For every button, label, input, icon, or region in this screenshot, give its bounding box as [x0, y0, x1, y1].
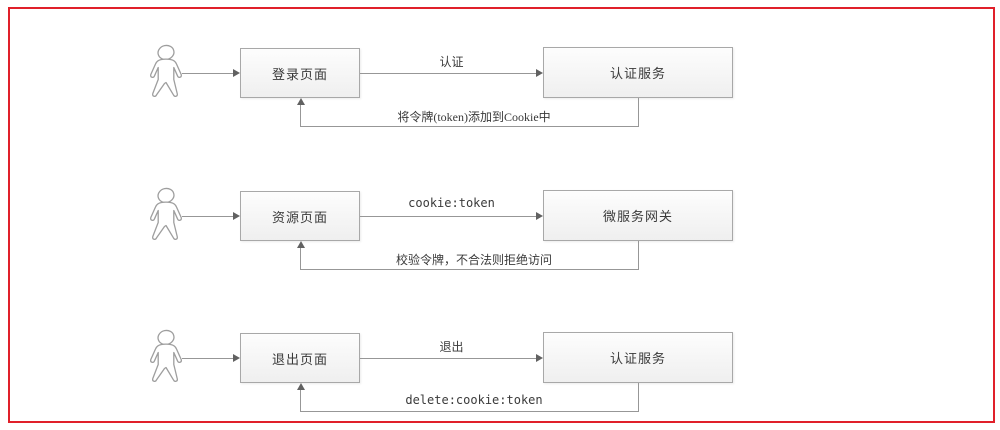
- actor-to-page-connector: [182, 216, 233, 217]
- user-actor-icon: [146, 43, 186, 103]
- node-auth-service: 认证服务: [543, 47, 733, 98]
- arrowhead-up-icon: [297, 241, 305, 248]
- actor-to-page-connector: [182, 73, 233, 74]
- arrowhead-right-icon: [536, 354, 543, 362]
- node-microservice-gateway: 微服务网关: [543, 190, 733, 241]
- node-logout-page: 退出页面: [240, 333, 360, 383]
- forward-arrow-label: cookie:token: [408, 196, 495, 210]
- node-label: 退出页面: [271, 351, 328, 367]
- return-arrow-label: 将令牌(token)添加到Cookie中: [397, 110, 551, 124]
- node-label: 微服务网关: [602, 209, 673, 224]
- flow-row-resource: 资源页面 cookie:token 微服务网关 校验令牌，不合法则拒绝访问: [0, 183, 1000, 301]
- return-connector-horizontal: [300, 269, 639, 270]
- node-auth-service: 认证服务: [543, 332, 733, 383]
- return-arrow-label: delete:cookie:token: [405, 393, 543, 407]
- user-actor-icon: [146, 328, 186, 388]
- flow-row-login: 登录页面 认证 认证服务 将令牌(token)添加到Cookie中: [0, 40, 1000, 158]
- return-connector-vertical: [300, 104, 301, 126]
- node-login-page: 登录页面: [240, 48, 360, 98]
- forward-connector: [360, 216, 536, 217]
- arrowhead-right-icon: [536, 212, 543, 220]
- arrowhead-up-icon: [297, 383, 305, 390]
- red-border-frame: [8, 7, 995, 423]
- node-label: 登录页面: [271, 66, 328, 82]
- user-actor-icon: [146, 186, 186, 246]
- node-resource-page: 资源页面: [240, 191, 360, 241]
- return-connector-vertical: [638, 241, 639, 270]
- flow-row-logout: 退出页面 退出 认证服务 delete:cookie:token: [0, 325, 1000, 430]
- actor-to-page-connector: [182, 358, 233, 359]
- forward-arrow-label: 认证: [439, 55, 464, 69]
- return-arrow-label: 校验令牌，不合法则拒绝访问: [395, 253, 552, 267]
- forward-connector: [360, 73, 536, 74]
- return-connector-vertical: [638, 383, 639, 412]
- forward-arrow-label: 退出: [439, 340, 464, 354]
- arrowhead-up-icon: [297, 98, 305, 105]
- return-connector-vertical: [638, 98, 639, 127]
- node-label: 认证服务: [609, 351, 666, 366]
- arrowhead-right-icon: [233, 69, 240, 77]
- arrowhead-right-icon: [536, 69, 543, 77]
- node-label: 认证服务: [609, 66, 666, 81]
- forward-connector: [360, 358, 536, 359]
- return-connector-vertical: [300, 389, 301, 411]
- return-connector-horizontal: [300, 126, 639, 127]
- return-connector-vertical: [300, 247, 301, 269]
- arrowhead-right-icon: [233, 212, 240, 220]
- node-label: 资源页面: [271, 209, 328, 225]
- return-connector-horizontal: [300, 411, 639, 412]
- arrowhead-right-icon: [233, 354, 240, 362]
